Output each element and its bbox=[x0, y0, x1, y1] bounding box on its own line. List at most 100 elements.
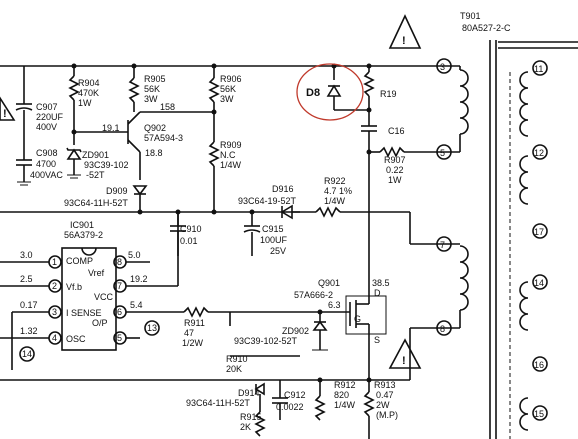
svg-text:R910: R910 bbox=[226, 354, 248, 364]
capacitor-c908: C908 4700 400VAC bbox=[16, 146, 63, 186]
svg-text:R911: R911 bbox=[184, 318, 205, 328]
capacitor-c915: C915 100UF 25V bbox=[243, 212, 288, 256]
svg-text:R19: R19 bbox=[380, 89, 397, 99]
svg-text:2: 2 bbox=[52, 281, 57, 291]
svg-text:1W: 1W bbox=[78, 98, 92, 108]
svg-text:D: D bbox=[374, 288, 381, 298]
svg-text:15: 15 bbox=[534, 409, 544, 419]
svg-text:C915: C915 bbox=[262, 224, 284, 234]
svg-text:17: 17 bbox=[534, 227, 544, 237]
capacitor-c16: C16 bbox=[361, 125, 405, 292]
svg-text:!: ! bbox=[3, 108, 7, 120]
svg-text:(M.P): (M.P) bbox=[376, 410, 398, 420]
svg-text:COMP: COMP bbox=[66, 256, 93, 266]
svg-text:I SENSE: I SENSE bbox=[66, 308, 102, 318]
resistor-r922: R922 4.7 1% 1/4W bbox=[292, 176, 440, 245]
svg-text:5: 5 bbox=[440, 148, 445, 158]
svg-text:7: 7 bbox=[117, 281, 122, 291]
b-plus-rail bbox=[0, 63, 440, 69]
resistor-r905: R905 56K 3W bbox=[128, 66, 166, 112]
svg-text:0.17: 0.17 bbox=[20, 300, 38, 310]
svg-text:R904: R904 bbox=[78, 78, 100, 88]
svg-text:8: 8 bbox=[117, 257, 122, 267]
svg-text:Q902: Q902 bbox=[144, 123, 166, 133]
svg-text:56K: 56K bbox=[144, 84, 160, 94]
svg-text:1/4W: 1/4W bbox=[324, 196, 346, 206]
svg-text:R912: R912 bbox=[334, 380, 356, 390]
svg-text:93C64-11H-52T: 93C64-11H-52T bbox=[64, 198, 128, 208]
svg-text:R906: R906 bbox=[220, 74, 242, 84]
svg-text:G: G bbox=[354, 314, 361, 324]
svg-text:D914: D914 bbox=[238, 388, 260, 398]
resistor-r906: R906 56K 3W bbox=[208, 66, 242, 112]
svg-text:0.0022: 0.0022 bbox=[276, 402, 304, 412]
svg-text:56K: 56K bbox=[220, 84, 236, 94]
svg-text:0.01: 0.01 bbox=[180, 236, 198, 246]
svg-text:2K: 2K bbox=[240, 422, 251, 432]
svg-text:93C64-11H-52T: 93C64-11H-52T bbox=[186, 398, 250, 408]
d8-snubber bbox=[326, 66, 369, 111]
svg-text:5: 5 bbox=[117, 333, 122, 343]
svg-text:93C39-102: 93C39-102 bbox=[84, 160, 129, 170]
svg-text:ZD901: ZD901 bbox=[82, 150, 109, 160]
svg-text:O/P: O/P bbox=[92, 318, 108, 328]
resistor-r911: R911 47 1/2W bbox=[182, 306, 230, 348]
svg-text:Vf.b: Vf.b bbox=[66, 282, 82, 292]
svg-text:93C39-102-52T: 93C39-102-52T bbox=[234, 336, 298, 346]
svg-text:4: 4 bbox=[52, 333, 57, 343]
svg-text:0.22: 0.22 bbox=[386, 165, 404, 175]
svg-text:57A594-3: 57A594-3 bbox=[144, 133, 183, 143]
svg-text:14: 14 bbox=[534, 278, 544, 288]
resistor-r915: R915 2K bbox=[240, 394, 266, 437]
capacitor-c907: C907 220UF 400V bbox=[15, 66, 64, 146]
svg-text:1.32: 1.32 bbox=[20, 326, 38, 336]
resistor-r909: R909 N.C 1/4W bbox=[208, 112, 242, 212]
svg-text:1: 1 bbox=[52, 257, 57, 267]
diode-d914: D914 93C64-11H-52T bbox=[186, 382, 265, 408]
svg-text:38.5: 38.5 bbox=[372, 278, 390, 288]
svg-text:2W: 2W bbox=[376, 400, 390, 410]
capacitor-c912: C912 0.0022 bbox=[272, 380, 306, 420]
svg-text:D8: D8 bbox=[306, 87, 320, 99]
svg-text:470K: 470K bbox=[78, 88, 99, 98]
svg-text:R907: R907 bbox=[384, 155, 406, 165]
svg-text:25V: 25V bbox=[270, 246, 286, 256]
svg-text:5.0: 5.0 bbox=[128, 250, 141, 260]
svg-text:820: 820 bbox=[334, 390, 349, 400]
svg-text:C907: C907 bbox=[36, 102, 58, 112]
svg-text:19.2: 19.2 bbox=[130, 274, 148, 284]
svg-text:3: 3 bbox=[440, 62, 445, 72]
svg-text:!: ! bbox=[402, 355, 406, 367]
svg-text:2.5: 2.5 bbox=[20, 274, 33, 284]
svg-text:Q901: Q901 bbox=[318, 278, 340, 288]
svg-text:C16: C16 bbox=[388, 126, 405, 136]
resistor-r913: R913 0.47 2W (M.P) bbox=[363, 380, 398, 439]
svg-text:R915: R915 bbox=[240, 412, 262, 422]
resistor-r19: R19 bbox=[363, 66, 397, 126]
svg-text:56A379-2: 56A379-2 bbox=[64, 230, 103, 240]
svg-text:1/4W: 1/4W bbox=[334, 400, 356, 410]
svg-text:1W: 1W bbox=[388, 175, 402, 185]
svg-text:N.C: N.C bbox=[220, 150, 236, 160]
svg-text:3W: 3W bbox=[220, 94, 234, 104]
zener-zd902: ZD902 93C39-102-52T bbox=[234, 312, 328, 351]
resistor-r904: R904 470K 1W bbox=[68, 66, 100, 135]
svg-text:19.1: 19.1 bbox=[102, 123, 120, 133]
svg-text:C908: C908 bbox=[36, 148, 58, 158]
svg-text:R905: R905 bbox=[144, 74, 166, 84]
svg-text:3.0: 3.0 bbox=[20, 250, 33, 260]
svg-text:12: 12 bbox=[534, 148, 544, 158]
svg-text:7: 7 bbox=[440, 240, 445, 250]
svg-text:T901: T901 bbox=[460, 11, 481, 21]
svg-text:-52T: -52T bbox=[86, 170, 105, 180]
zener-zd901: ZD901 93C39-102 -52T bbox=[66, 132, 129, 180]
svg-text:158: 158 bbox=[160, 102, 175, 112]
svg-text:13: 13 bbox=[147, 323, 157, 333]
transformer-t901: T901 80A527-2-C 3 5 7 8 11 12 bbox=[436, 11, 578, 439]
diode-d916: D916 93C64-19-52T bbox=[238, 184, 297, 220]
diode-d909: D909 93C64-11H-52T bbox=[64, 185, 148, 210]
resistor-r912: R912 820 1/4W bbox=[314, 380, 356, 421]
svg-text:400VAC: 400VAC bbox=[30, 170, 63, 180]
warning-triangle-left: ! bbox=[0, 96, 16, 121]
